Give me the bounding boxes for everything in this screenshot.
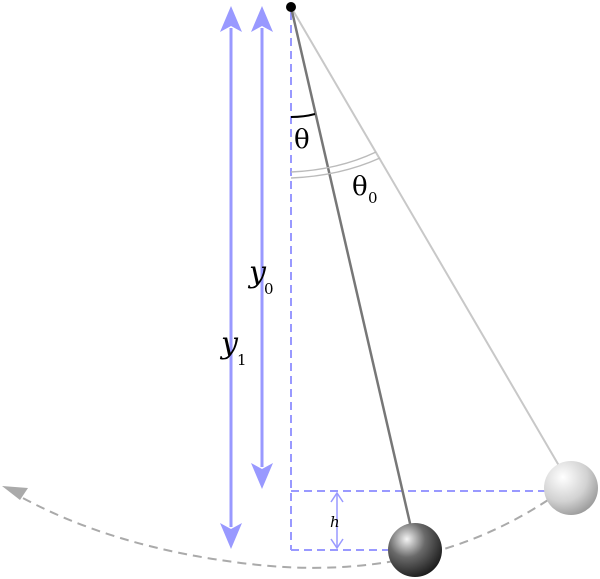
svg-text:y: y bbox=[219, 326, 239, 361]
svg-text:θ: θ bbox=[352, 172, 368, 202]
pivot-point bbox=[286, 2, 296, 12]
svg-text:0: 0 bbox=[368, 189, 378, 207]
svg-text:1: 1 bbox=[237, 351, 247, 369]
theta-angle-arc bbox=[290, 113, 316, 118]
rod-current-position bbox=[289, 6, 414, 533]
theta0-angle-arc bbox=[290, 151, 381, 179]
y1-label: y 1 bbox=[219, 326, 247, 369]
h-arrow bbox=[330, 491, 344, 550]
rod-initial-position bbox=[290, 6, 566, 477]
h-label: h bbox=[330, 513, 340, 531]
y1-arrow bbox=[220, 6, 242, 549]
swing-arc bbox=[11, 491, 549, 569]
y0-label: y 0 bbox=[247, 255, 274, 298]
swing-arc-arrowhead bbox=[2, 486, 28, 500]
theta0-label: θ 0 bbox=[352, 172, 378, 207]
y0-arrow bbox=[251, 6, 273, 489]
bob-current bbox=[388, 523, 442, 577]
svg-text:0: 0 bbox=[264, 280, 274, 298]
theta-label: θ bbox=[294, 125, 310, 155]
svg-text:y: y bbox=[247, 255, 267, 290]
bob-initial bbox=[544, 461, 598, 515]
